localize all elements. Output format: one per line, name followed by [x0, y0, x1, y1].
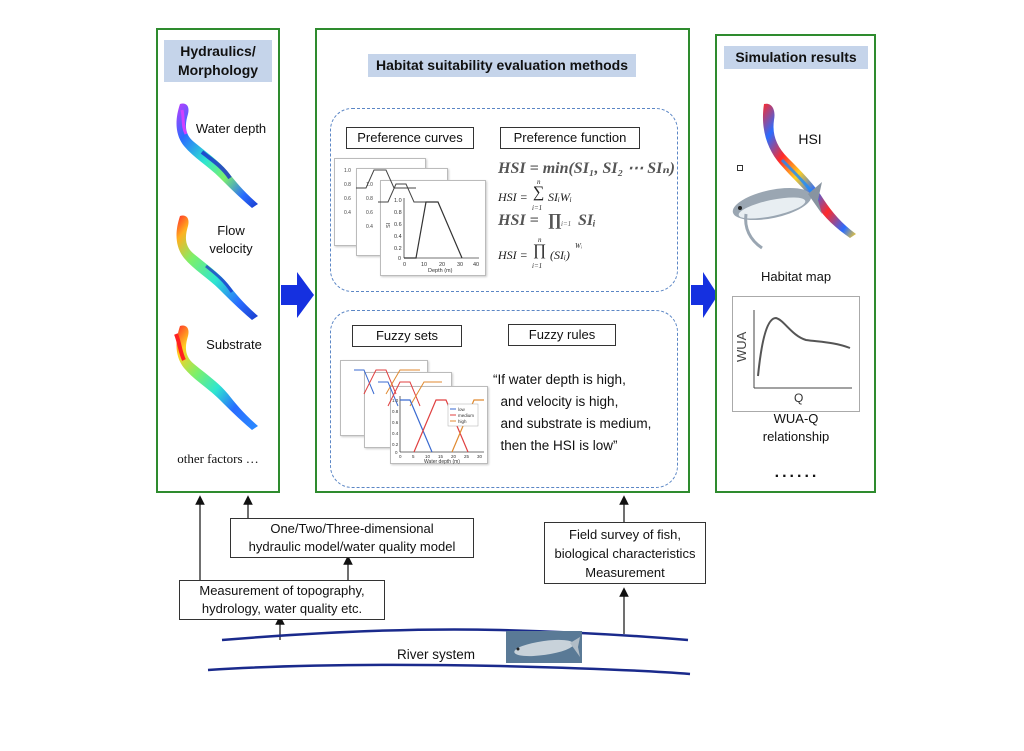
river-system-label: River system — [396, 647, 475, 662]
flow-velocity-map — [176, 215, 258, 320]
preference-section — [330, 108, 678, 292]
svg-text:0.6: 0.6 — [344, 196, 351, 202]
svg-text:0.4: 0.4 — [394, 234, 402, 240]
hsi-min-equation: HSI = min(SI₁, SI₂ ⋯ SIₙ) — [498, 160, 675, 177]
svg-text:0: 0 — [403, 262, 406, 268]
svg-text:10: 10 — [425, 454, 431, 459]
hydraulic-model-box: One/Two/Three-dimensional hydraulic mode… — [230, 518, 474, 558]
field-survey-box: Field survey of fish, biological charact… — [544, 522, 706, 584]
fish-illustration — [732, 182, 822, 250]
preference-curve-card-3 — [380, 180, 486, 276]
fuzzy-rule-line-1: “If water depth is high, — [493, 372, 626, 387]
fuzzy-rule-line-4: then the HSI is low” — [493, 438, 618, 453]
svg-text:20: 20 — [439, 262, 445, 268]
wua-axis-label: WUA — [734, 331, 749, 362]
svg-text:40: 40 — [473, 262, 479, 268]
svg-text:0.4: 0.4 — [344, 210, 351, 216]
svg-text:1.0: 1.0 — [394, 198, 402, 204]
fuzzy-sets-label: Fuzzy sets — [352, 325, 462, 347]
svg-text:5: 5 — [412, 454, 415, 459]
methods-header: Habitat suitability evaluation methods — [368, 54, 636, 77]
wua-q-caption: WUA-Q relationship — [762, 411, 830, 444]
fuzzy-sets-chart: low medium high 1.0 0.8 0.6 0.4 0.2 0 0 … — [354, 369, 484, 465]
wua-q-chart: WUA Q — [734, 310, 852, 405]
fuzzy-rule-line-3: and substrate is medium, — [493, 416, 652, 431]
fish-dot — [737, 165, 743, 171]
svg-text:SI: SI — [386, 222, 392, 228]
svg-text:1.0: 1.0 — [366, 182, 373, 188]
svg-text:0.8: 0.8 — [344, 182, 351, 188]
other-factors-label: other factors … — [177, 451, 259, 466]
fuzzy-rules-label: Fuzzy rules — [508, 324, 616, 346]
preference-curves-label: Preference curves — [346, 127, 474, 149]
flow-velocity-label: Flow velocity — [209, 223, 253, 256]
svg-text:0.6: 0.6 — [392, 420, 399, 425]
svg-text:10: 10 — [421, 262, 427, 268]
svg-text:1.0: 1.0 — [344, 168, 351, 174]
fuzzy-set-card-3 — [390, 386, 488, 464]
fuzzy-rule-line-2: and velocity is high, — [493, 394, 619, 409]
svg-text:30: 30 — [457, 262, 463, 268]
svg-text:30: 30 — [477, 454, 483, 459]
svg-text:15: 15 — [438, 454, 444, 459]
arrow-to-results — [691, 272, 718, 318]
hsi-product-equation: HSI = ∏ i=1 SIᵢ — [498, 210, 596, 229]
svg-text:0.4: 0.4 — [366, 224, 373, 230]
preference-function-label: Preference function — [500, 127, 640, 149]
wua-q-chart-frame — [732, 296, 860, 412]
water-depth-label: Water depth — [195, 121, 267, 136]
svg-text:1.0: 1.0 — [392, 398, 399, 403]
svg-text:Water depth (m): Water depth (m) — [424, 459, 460, 465]
svg-text:0.8: 0.8 — [394, 210, 402, 216]
svg-text:20: 20 — [451, 454, 457, 459]
svg-text:high: high — [458, 419, 467, 424]
svg-text:0.2: 0.2 — [394, 246, 402, 252]
svg-text:low: low — [458, 407, 466, 412]
svg-text:0.4: 0.4 — [392, 431, 399, 436]
substrate-map — [174, 325, 258, 430]
habitat-map-label: Habitat map — [760, 269, 832, 284]
results-header: Simulation results — [724, 46, 868, 69]
hydraulics-panel — [156, 28, 280, 493]
svg-text:0.6: 0.6 — [366, 210, 373, 216]
svg-text:0.8: 0.8 — [366, 196, 373, 202]
q-axis-label: Q — [794, 391, 803, 405]
hsi-weighted-product-equation: HSI = n ∏ i=1 (SIᵢ) Wᵢ — [498, 236, 582, 270]
results-panel — [715, 34, 876, 493]
svg-text:0.2: 0.2 — [392, 442, 399, 447]
hsi-label: HSI — [798, 131, 822, 147]
results-ellipsis: ...... — [774, 464, 820, 481]
svg-text:0: 0 — [395, 450, 398, 455]
svg-text:0: 0 — [399, 454, 402, 459]
hsi-sum-equation: HSI = n ∑ i=1 SIᵢWᵢ — [498, 178, 572, 212]
hydraulics-header: Hydraulics/ Morphology — [164, 40, 272, 82]
measurement-box: Measurement of topography, hydrology, wa… — [179, 580, 385, 620]
arrow-to-methods — [281, 272, 314, 318]
substrate-label: Substrate — [206, 337, 262, 352]
preference-curves-chart: 1.00.8 0.60.4 1.00.8 0.60.4 1.0 0.8 0.6 … — [344, 168, 479, 274]
svg-text:0.8: 0.8 — [392, 409, 399, 414]
svg-text:medium: medium — [458, 413, 474, 418]
svg-text:25: 25 — [464, 454, 470, 459]
river-fish-photo — [506, 631, 582, 663]
fuzzy-section — [330, 310, 678, 488]
svg-text:0: 0 — [398, 256, 401, 262]
svg-text:Depth (m): Depth (m) — [428, 268, 453, 274]
svg-text:0.6: 0.6 — [394, 222, 402, 228]
water-depth-map — [176, 103, 258, 208]
